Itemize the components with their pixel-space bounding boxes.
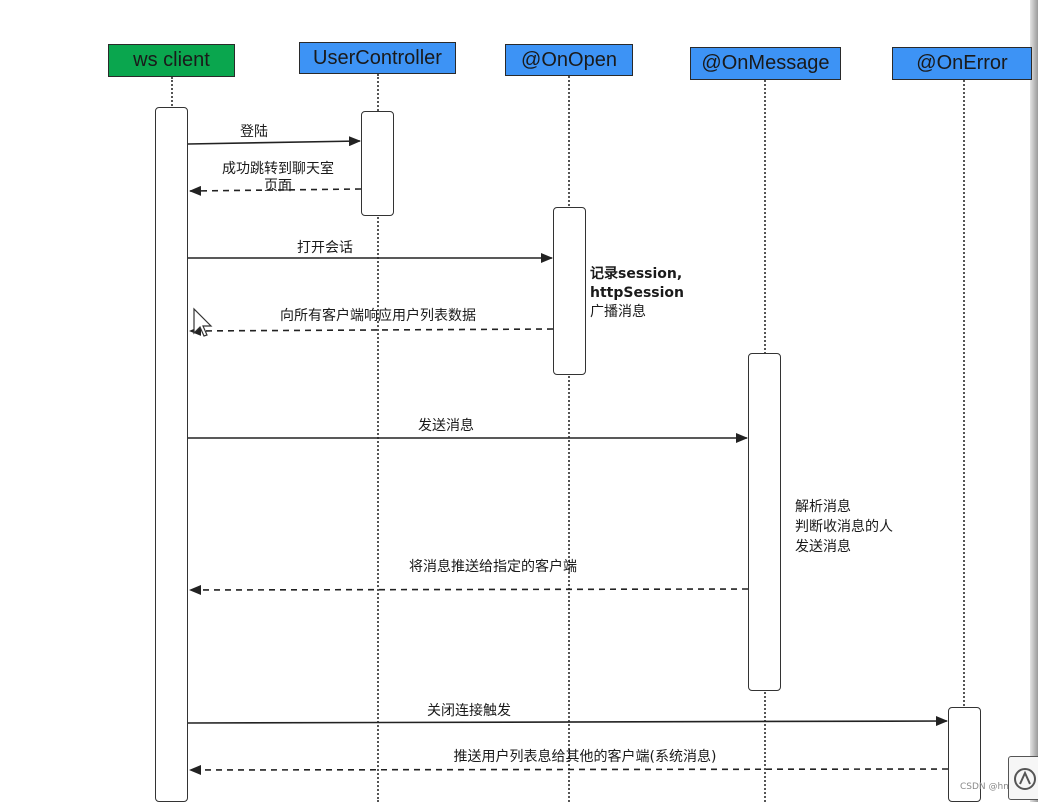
- note-on-open-line-3: 广播消息: [590, 304, 646, 320]
- arrow-error-reply: [189, 764, 949, 775]
- lifeline-on-error: [963, 80, 965, 802]
- activation-on-open: [553, 207, 586, 375]
- participant-on-open-label: @OnOpen: [521, 48, 617, 71]
- participant-on-error: @OnError: [892, 47, 1032, 80]
- participant-ws-client: ws client: [108, 44, 235, 77]
- message-label-close-connection: 关闭连接触发: [427, 703, 511, 719]
- screen-edge: [1030, 0, 1038, 802]
- lifeline-on-open: [568, 76, 570, 802]
- activation-user-controller: [361, 111, 394, 216]
- activation-ws-client: [155, 107, 188, 802]
- participant-user-controller-label: UserController: [313, 46, 442, 69]
- message-label-error-reply: 推送用户列表息给其他的客户端(系统消息): [453, 749, 717, 765]
- participant-user-controller: UserController: [299, 42, 456, 74]
- participant-on-message: @OnMessage: [690, 47, 841, 80]
- participant-on-message-label: @OnMessage: [701, 52, 830, 74]
- arrow-open-reply: [189, 325, 554, 336]
- message-label-login-reply: 成功跳转到聊天室: [222, 161, 334, 177]
- app-logo-icon: [1008, 756, 1038, 800]
- watermark: CSDN @hmb: [960, 782, 1018, 792]
- message-label-open-session: 打开会话: [297, 240, 353, 256]
- arrow-close-connection: [187, 716, 948, 727]
- arrow-message-reply: [189, 584, 749, 595]
- note-on-message-line-2: 判断收消息的人: [795, 519, 893, 535]
- participant-on-error-label: @OnError: [916, 52, 1008, 74]
- message-label-send-message: 发送消息: [418, 418, 474, 434]
- note-on-message-line-1: 解析消息: [795, 499, 851, 515]
- message-label-open-reply: 向所有客户端响应用户列表数据: [280, 308, 476, 324]
- arrow-login: [187, 136, 361, 147]
- activation-on-message: [748, 353, 781, 691]
- activation-on-error: [948, 707, 981, 802]
- note-on-message-line-3: 发送消息: [795, 539, 851, 555]
- note-on-open-line-1: 记录session,: [590, 266, 683, 282]
- participant-on-open: @OnOpen: [505, 44, 633, 76]
- message-label-message-reply: 将消息推送给指定的客户端: [409, 559, 577, 575]
- cursor-icon: [193, 307, 213, 337]
- note-on-open-line-2: httpSession: [590, 285, 685, 301]
- participant-ws-client-label: ws client: [133, 49, 210, 71]
- message-label-login: 登陆: [240, 124, 268, 140]
- message-label-login-reply-line2: 页面: [264, 178, 292, 194]
- app-logo-glyph: [1014, 768, 1036, 790]
